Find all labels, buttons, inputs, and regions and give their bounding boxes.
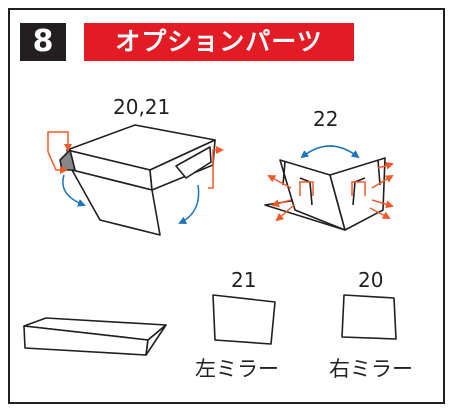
fold-guides-20-21 — [47, 131, 224, 224]
left-mirror-part-21 — [212, 294, 276, 345]
panel-frame — [8, 8, 445, 404]
fold-guides-22 — [267, 145, 394, 222]
caption-left-mirror: 左ミラー — [195, 357, 279, 381]
caption-right-mirror: 右ミラー — [329, 357, 413, 381]
part-label-20: 20 — [358, 268, 384, 292]
step-title: オプションパーツ — [84, 23, 354, 61]
step-number-badge: 8 — [20, 23, 66, 61]
right-mirror-part-20 — [341, 294, 397, 340]
part-label-20-21: 20,21 — [113, 95, 171, 119]
part-label-21: 21 — [231, 268, 257, 292]
wedge-part — [23, 317, 167, 356]
mirror-assembly-20-21 — [59, 124, 216, 236]
part-22-assembly — [264, 157, 386, 231]
part-label-22: 22 — [313, 107, 339, 131]
